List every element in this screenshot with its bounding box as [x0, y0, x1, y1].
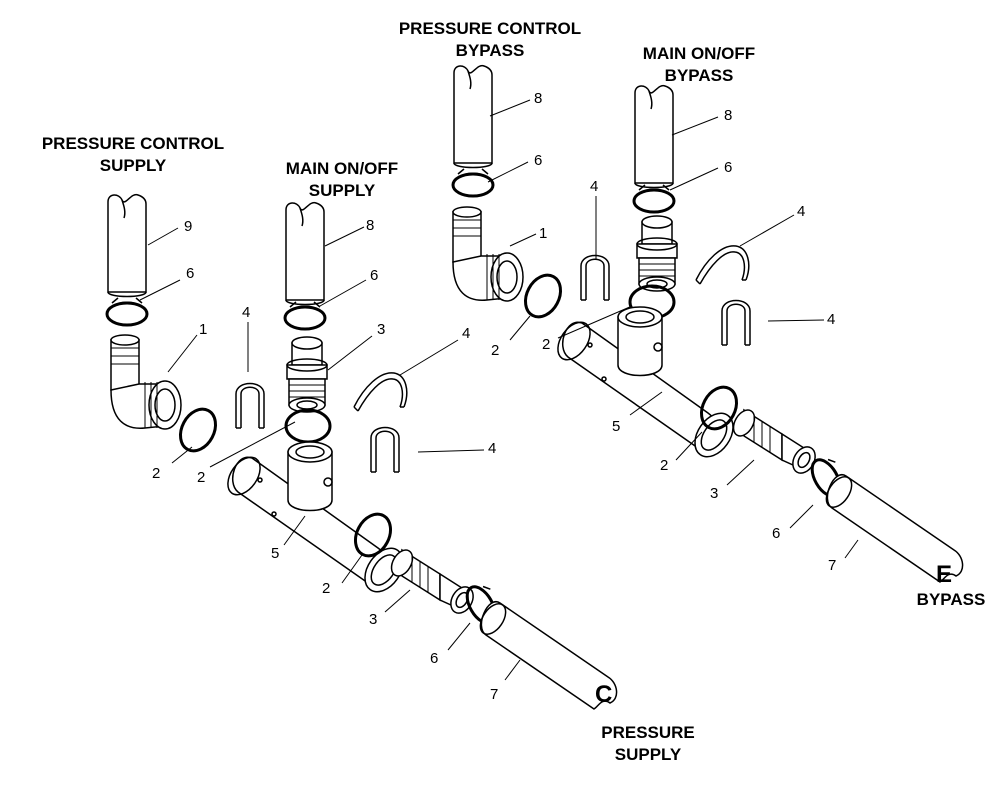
- pressure-supply-letter: C: [595, 681, 613, 708]
- label-line: SUPPLY: [308, 181, 376, 200]
- callout-4: 4: [488, 440, 497, 457]
- main-on-off-bypass-label: MAIN ON/OFF BYPASS: [614, 43, 784, 87]
- callout-9: 9: [184, 218, 193, 235]
- label-line: BYPASS: [455, 41, 525, 60]
- bypass-letter: E: [936, 561, 953, 588]
- callout-6: 6: [370, 267, 379, 284]
- hose-8: [285, 201, 325, 306]
- callout-2: 2: [542, 336, 551, 353]
- clip-6: [283, 300, 327, 331]
- callout-4: 4: [590, 178, 599, 195]
- callout-1: 1: [539, 225, 548, 242]
- callout-3: 3: [369, 611, 378, 628]
- callout-8: 8: [366, 217, 375, 234]
- callout-5: 5: [271, 545, 280, 562]
- nipple-3: [386, 545, 479, 618]
- callout-6: 6: [534, 152, 543, 169]
- staple-4: [235, 382, 265, 429]
- callout-4: 4: [827, 311, 836, 328]
- callout-8: 8: [724, 107, 733, 124]
- main-on-off-supply-label: MAIN ON/OFF SUPPLY: [258, 158, 426, 202]
- clip-6: [451, 167, 495, 198]
- label-line: MAIN ON/OFF: [285, 159, 399, 178]
- callout-4: 4: [462, 325, 471, 342]
- label-line: BYPASS: [664, 66, 734, 85]
- label-line: SUPPLY: [614, 745, 682, 764]
- callout-6: 6: [724, 159, 733, 176]
- pressure-control-supply-label: PRESSURE CONTROL SUPPLY: [20, 133, 246, 177]
- callout-2: 2: [197, 469, 206, 486]
- label-line: MAIN ON/OFF: [642, 44, 756, 63]
- callout-2: 2: [152, 465, 161, 482]
- hose-8: [634, 84, 674, 189]
- adapter-3: [286, 336, 328, 413]
- tee-5: [550, 306, 742, 465]
- staple-4: [580, 254, 610, 301]
- callout-6: 6: [772, 525, 781, 542]
- callout-8: 8: [534, 90, 543, 107]
- label-line: PRESSURE CONTROL: [398, 19, 582, 38]
- callout-2: 2: [491, 342, 500, 359]
- adapter-3: [636, 215, 678, 292]
- hose-9: [107, 193, 147, 298]
- pressure-control-bypass-label: PRESSURE CONTROL BYPASS: [376, 18, 604, 62]
- callout-6: 6: [430, 650, 439, 667]
- hose-8: [453, 64, 493, 169]
- supply-assembly: [105, 193, 618, 710]
- staple-4: [353, 372, 408, 412]
- label-line: BYPASS: [916, 590, 986, 609]
- callout-2: 2: [660, 457, 669, 474]
- staple-4: [721, 299, 751, 346]
- nipple-3: [728, 405, 821, 478]
- o-ring-2: [517, 267, 569, 325]
- callout-5: 5: [612, 418, 621, 435]
- callout-2: 2: [322, 580, 331, 597]
- callout-7: 7: [490, 686, 499, 703]
- staple-4: [695, 245, 750, 285]
- callout-6: 6: [186, 265, 195, 282]
- label-line: SUPPLY: [99, 156, 167, 175]
- label-line: PRESSURE CONTROL: [41, 134, 225, 153]
- pressure-supply-label: PRESSURE SUPPLY: [578, 722, 718, 766]
- callout-7: 7: [828, 557, 837, 574]
- leader-lines: [139, 99, 859, 681]
- clip-6: [105, 296, 149, 327]
- clip-6: [632, 183, 676, 214]
- callout-4: 4: [242, 304, 251, 321]
- bypass-label: BYPASS: [905, 589, 997, 611]
- staple-4: [370, 426, 400, 473]
- label-line: PRESSURE: [601, 723, 695, 742]
- tee-5: [220, 441, 412, 600]
- callout-3: 3: [710, 485, 719, 502]
- elbow-1: [110, 334, 182, 430]
- elbow-1: [452, 206, 524, 302]
- callout-4: 4: [797, 203, 806, 220]
- bypass-assembly: [451, 64, 964, 583]
- callout-3: 3: [377, 321, 386, 338]
- callout-1: 1: [199, 321, 208, 338]
